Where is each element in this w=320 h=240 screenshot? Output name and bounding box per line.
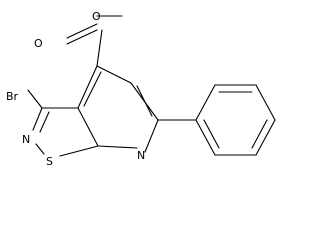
- atom-label-oxygen-ester: O: [92, 10, 101, 23]
- atom-label-oxygen-carbonyl: O: [34, 37, 43, 50]
- atom-label-bromine: Br: [6, 90, 19, 103]
- atom-label-nitrogen-isothiazole: N: [22, 133, 30, 146]
- isothiazole-ring-bonds: [27, 89, 99, 157]
- phenyl-ring-bonds: [157, 84, 276, 156]
- pyridine-ring-bonds: [77, 65, 159, 153]
- atom-label-nitrogen-pyridine: N: [137, 149, 145, 162]
- chemical-structure: O O Br N S N: [6, 10, 276, 168]
- atom-label-sulfur: S: [46, 155, 53, 168]
- ester-bonds: [66, 15, 123, 67]
